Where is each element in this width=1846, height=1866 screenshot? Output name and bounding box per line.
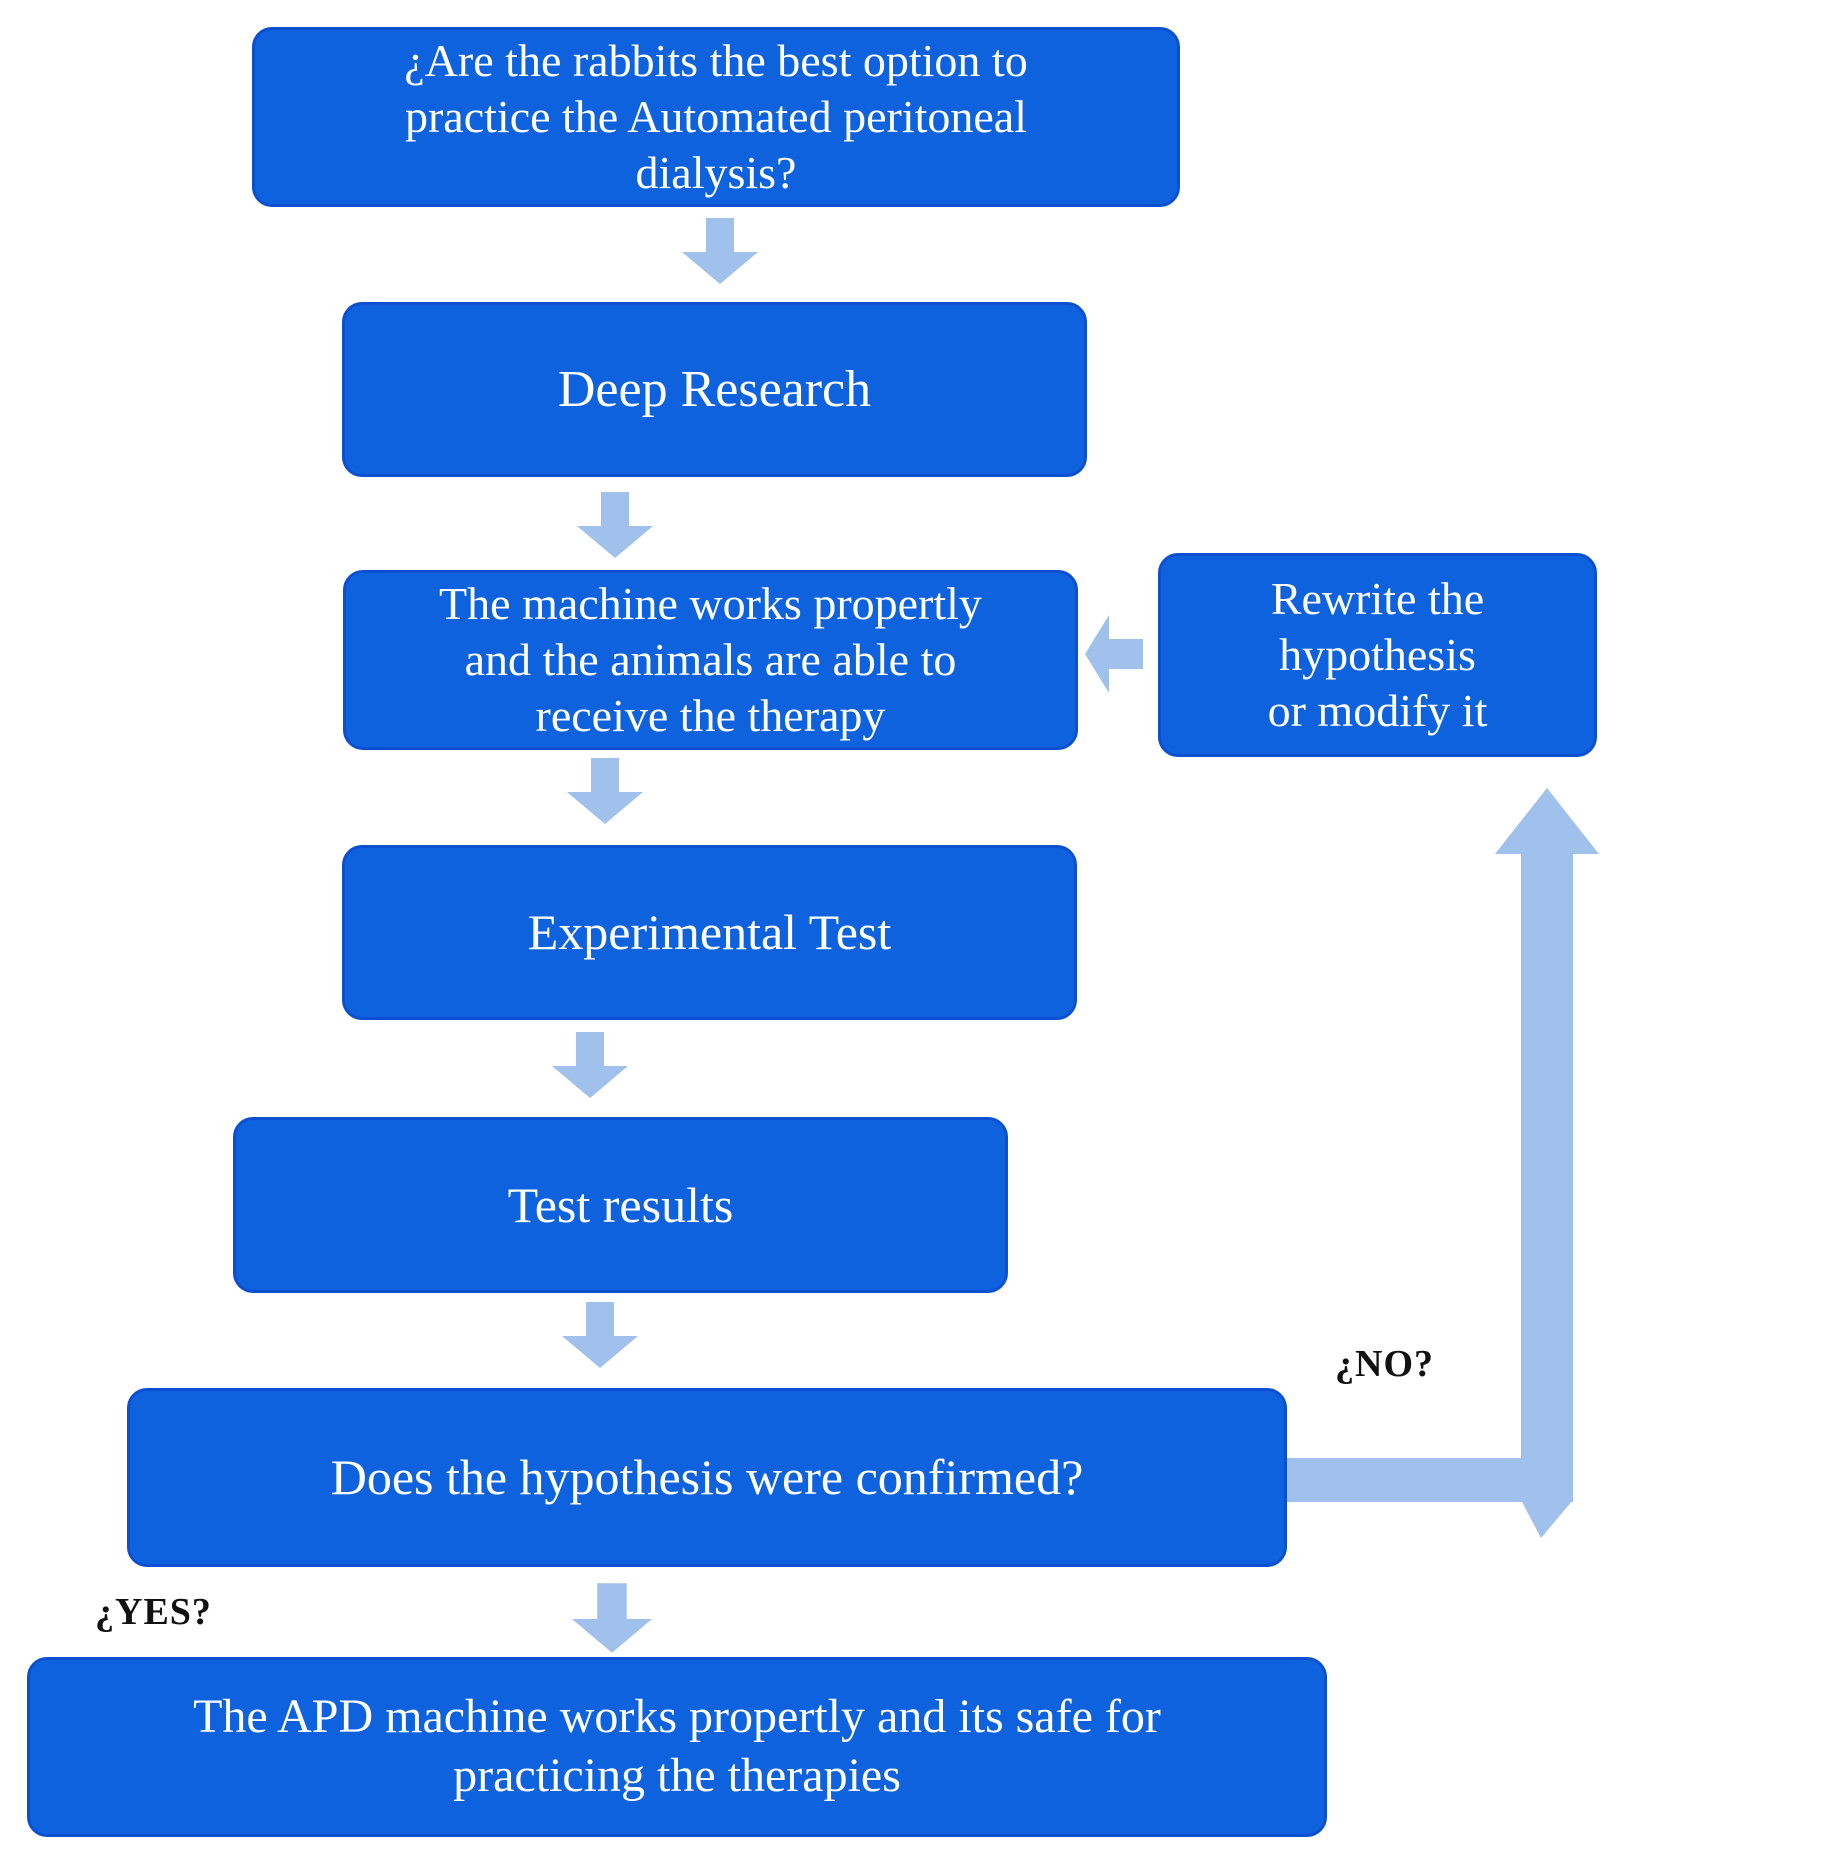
node-machine-works: The machine works propertly and the anim…: [343, 570, 1078, 750]
no-branch-label: ¿NO?: [1335, 1343, 1434, 1385]
node-deep-research: Deep Research: [342, 302, 1087, 477]
yes-branch-label: ¿YES?: [95, 1591, 212, 1633]
arrow-left-icon: [1085, 615, 1143, 693]
node-question: ¿Are the rabbits the best option to prac…: [252, 27, 1180, 207]
node-experimental-test: Experimental Test: [342, 845, 1077, 1020]
arrow-up-icon: [1495, 788, 1599, 854]
node-hypothesis-confirmed: Does the hypothesis were confirmed?: [127, 1388, 1287, 1567]
bent-up-arrow-notch: [1521, 1500, 1573, 1538]
node-test-results: Test results: [233, 1117, 1008, 1293]
node-rewrite-hypothesis: Rewrite the hypothesis or modify it: [1158, 553, 1597, 757]
arrow-down-icon: [572, 1582, 652, 1654]
arrow-down-icon: [577, 492, 653, 558]
arrow-down-icon: [682, 218, 758, 284]
arrow-down-icon: [552, 1032, 628, 1098]
node-conclusion: The APD machine works propertly and its …: [27, 1657, 1327, 1837]
arrow-down-icon: [567, 758, 643, 824]
bent-up-arrow-vertical-segment: [1521, 854, 1573, 1502]
arrow-down-icon: [562, 1302, 638, 1368]
